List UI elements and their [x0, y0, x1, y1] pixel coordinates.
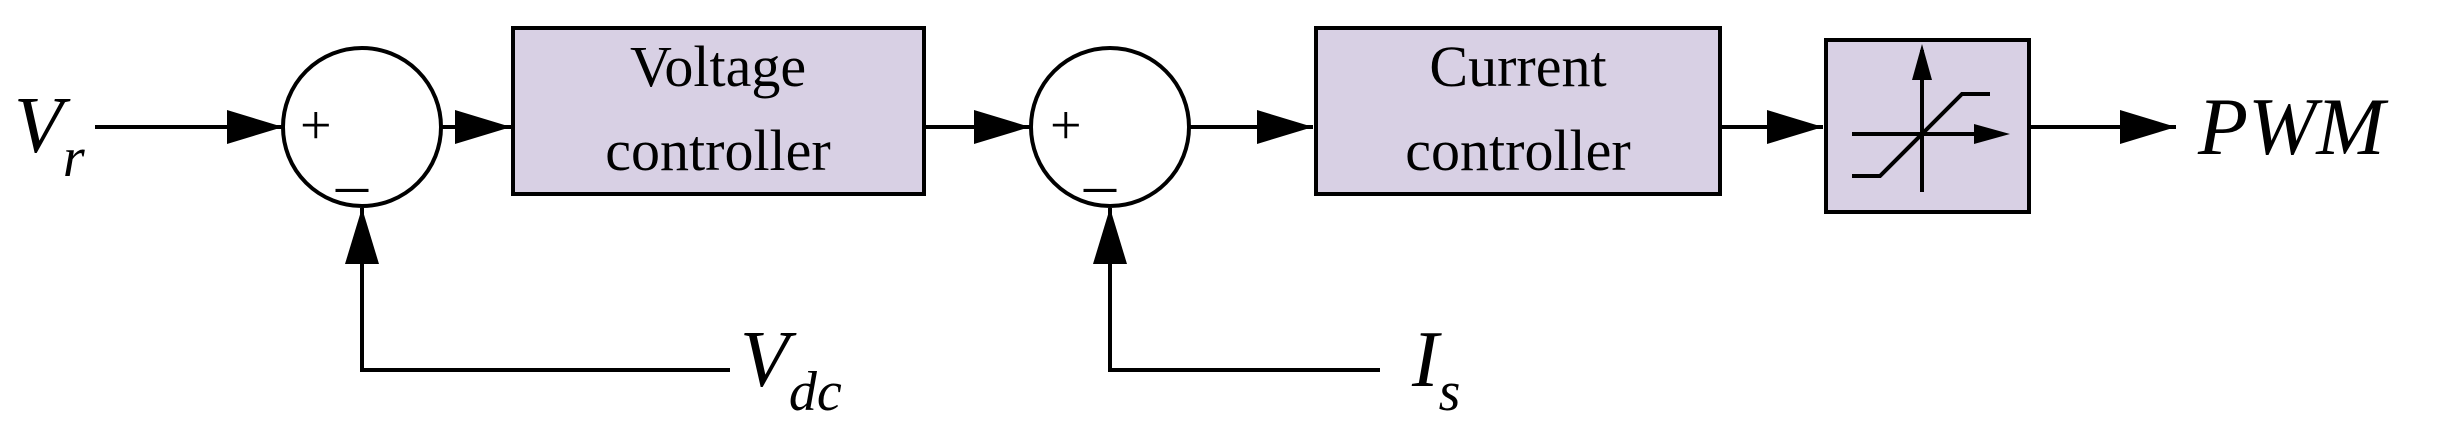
feedback-signal-is-label: Is — [1411, 316, 1460, 423]
current-controller-box — [1314, 26, 1722, 196]
voltage-controller-box — [511, 26, 926, 196]
vdc-subscript: dc — [789, 361, 842, 423]
is-feedback-line — [1093, 208, 1380, 372]
summer1-minus-sign: _ — [335, 127, 369, 198]
vdc-main: V — [740, 316, 797, 404]
vdc-feedback-line — [345, 208, 730, 372]
voltage-controller-label-line1: Voltage — [630, 34, 806, 99]
saturation-icon — [1852, 44, 2010, 192]
voltage-controller-block: Voltage controller — [511, 26, 926, 196]
is-main: I — [1411, 316, 1442, 404]
is-subscript: s — [1439, 361, 1461, 423]
output-signal-pwm-label: PWM — [2197, 81, 2389, 172]
vr-subscript: r — [63, 127, 85, 189]
summer1-plus-sign: + — [300, 95, 332, 157]
summer2-minus-sign: _ — [1083, 127, 1117, 198]
summer2-plus-sign: + — [1050, 95, 1082, 157]
saturation-block — [1824, 38, 2031, 214]
summing-junction-1: + _ — [281, 46, 443, 208]
voltage-controller-label-line2: controller — [605, 118, 830, 183]
summing-junction-2: + _ — [1029, 46, 1191, 208]
vr-main: V — [14, 82, 71, 170]
current-controller-label-line1: Current — [1429, 34, 1606, 99]
current-controller-label-line2: controller — [1405, 118, 1630, 183]
input-signal-vr-label: Vr — [14, 82, 85, 189]
feedback-signal-vdc-label: Vdc — [740, 316, 842, 423]
current-controller-block: Current controller — [1314, 26, 1722, 196]
